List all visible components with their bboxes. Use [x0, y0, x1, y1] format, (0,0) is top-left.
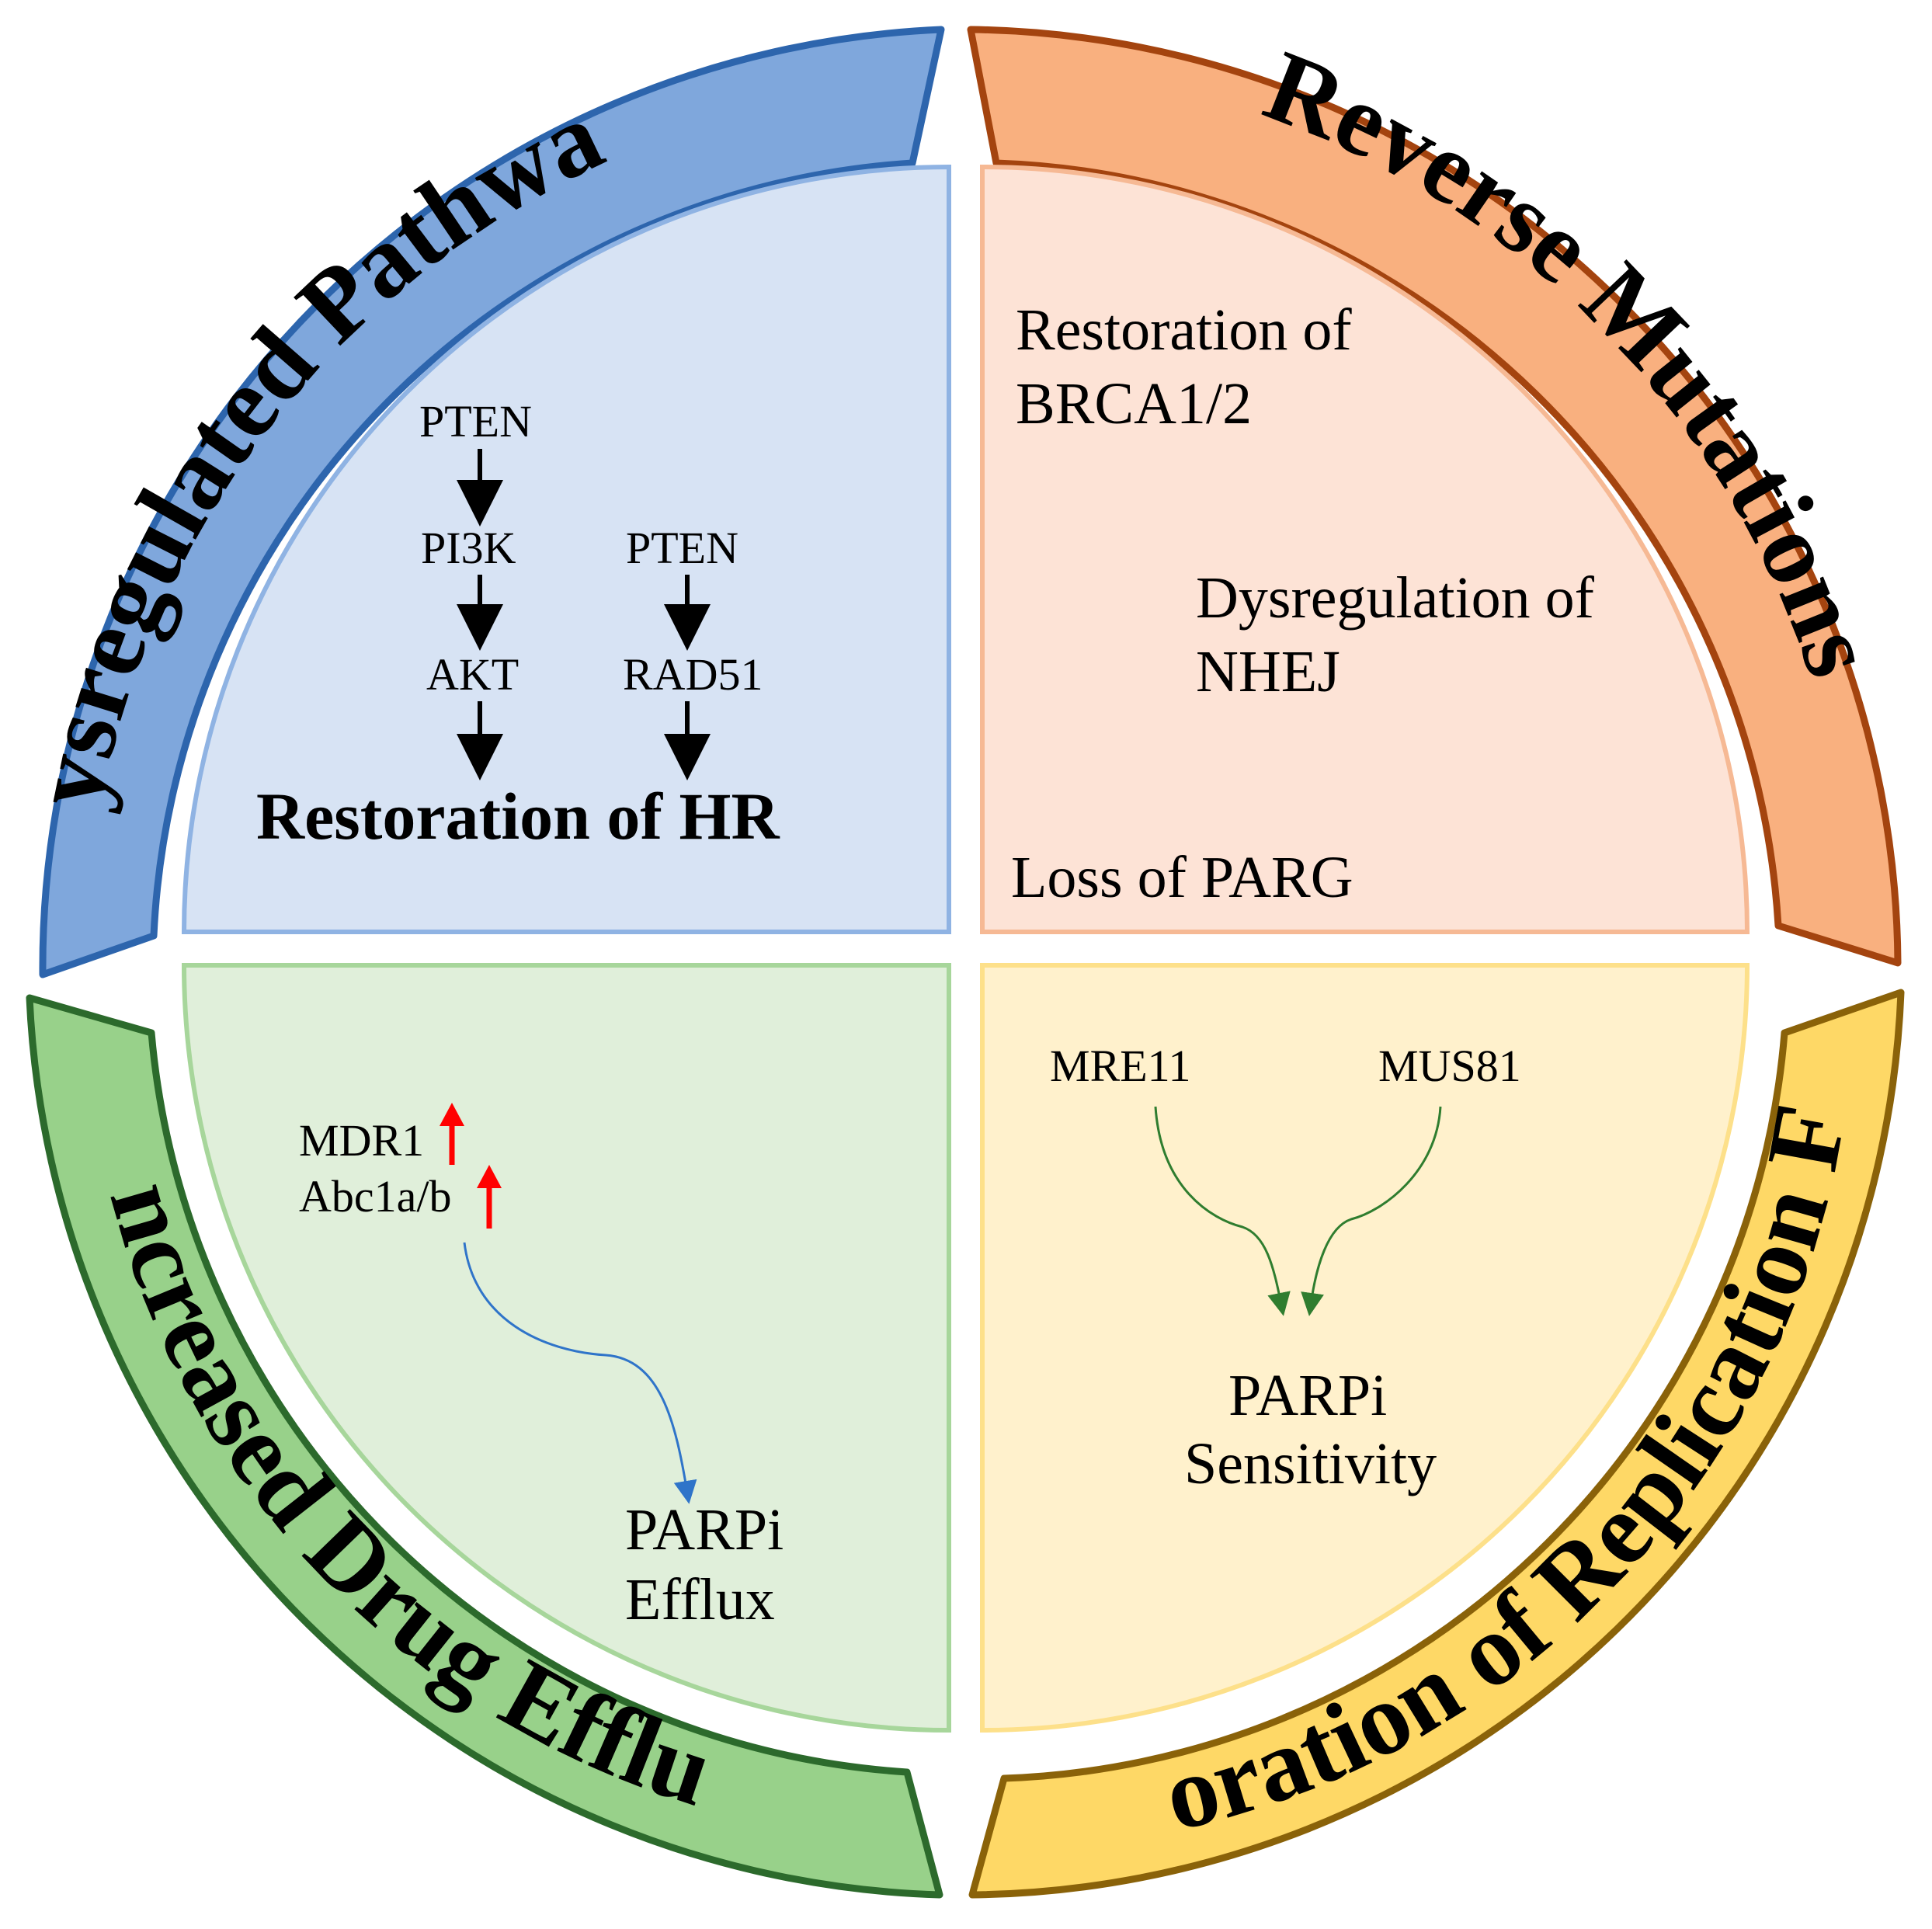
- label-restoration-hr: Restoration of HR: [256, 779, 780, 853]
- quadrant-bottom-right: [980, 963, 1750, 1733]
- label-dysregulation-of: Dysregulation of: [1196, 565, 1595, 631]
- label-parpi-bl: PARPi: [625, 1497, 784, 1562]
- curve-arrow-mus81: [1301, 1106, 1442, 1316]
- label-brca: BRCA1/2: [1016, 371, 1252, 436]
- label-sensitivity: Sensitivity: [1184, 1431, 1437, 1496]
- curve-arrow-efflux: [463, 1242, 697, 1504]
- label-mdr1: MDR1: [299, 1115, 424, 1166]
- up-arrow-icon: [440, 1103, 464, 1165]
- label-mus81: MUS81: [1378, 1041, 1521, 1091]
- label-rad51: RAD51: [623, 649, 763, 700]
- label-abc1ab: Abc1a/b: [299, 1171, 452, 1222]
- up-arrow-icon: [477, 1165, 502, 1229]
- label-mre11: MRE11: [1050, 1041, 1191, 1091]
- curve-arrow-mre11: [1154, 1106, 1291, 1316]
- arc-band-top-left: [39, 26, 945, 978]
- label-efflux: Efflux: [625, 1567, 775, 1632]
- quadrant-top-right: [980, 164, 1750, 934]
- quadrant-bottom-left: [181, 963, 951, 1733]
- label-pi3k: PI3K: [421, 523, 516, 573]
- quadrant-top-left: [181, 164, 951, 934]
- label-restoration-of: Restoration of: [1016, 297, 1352, 363]
- label-pten-1: PTEN: [419, 396, 532, 447]
- label-pten-2: PTEN: [626, 523, 738, 573]
- arc-band-bottom-right: [968, 989, 1905, 1899]
- label-parpi-br: PARPi: [1228, 1363, 1387, 1428]
- arc-band-top-right: [967, 26, 1902, 967]
- label-loss-of-parg: Loss of PARG: [1011, 845, 1353, 910]
- arc-band-bottom-left: [26, 994, 943, 1899]
- label-nhej: NHEJ: [1196, 639, 1340, 704]
- label-akt: AKT: [426, 649, 519, 700]
